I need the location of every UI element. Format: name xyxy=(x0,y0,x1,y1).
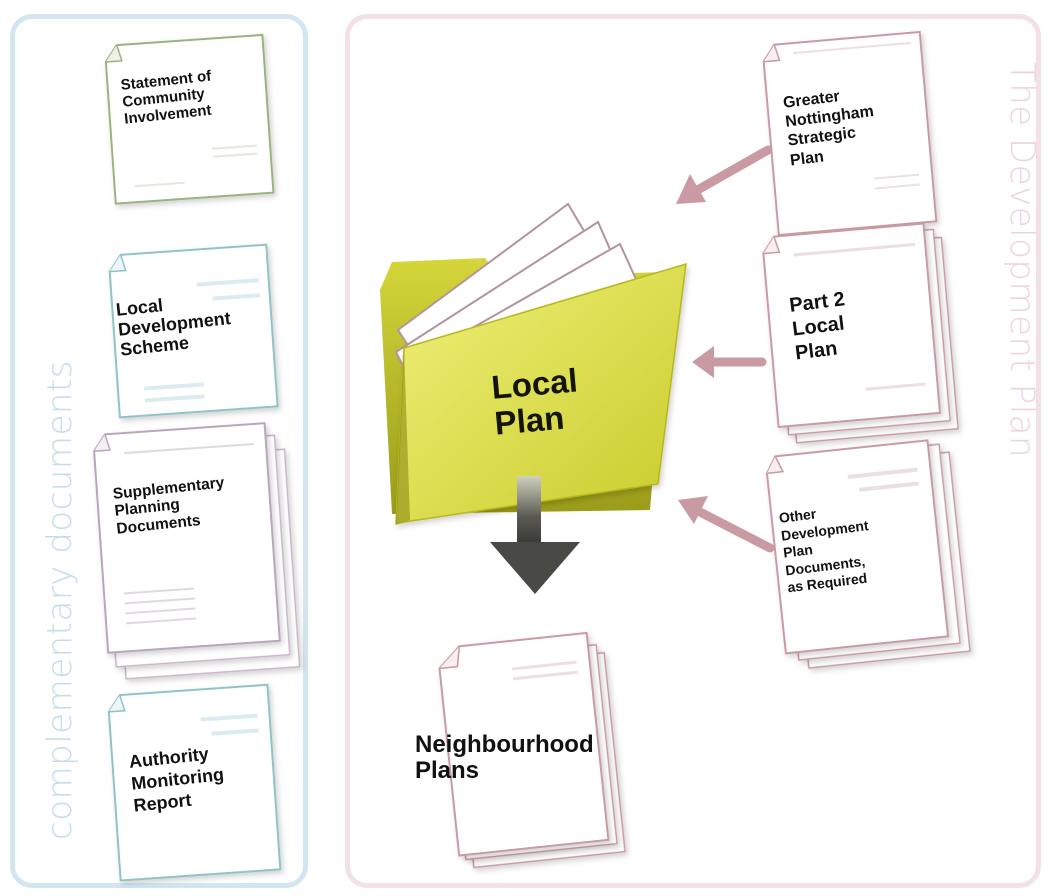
doc-statement-of-community-involvement xyxy=(104,33,275,205)
doc-supplementary-planning-documents xyxy=(93,422,301,680)
doc-greater-nottingham-strategic-plan xyxy=(762,30,938,237)
complementary-documents-title: complementary documents xyxy=(40,360,80,840)
complementary-documents-panel xyxy=(10,14,308,888)
development-plan-title: The Development Plan xyxy=(1002,61,1042,459)
doc-neighbourhood-plans xyxy=(438,631,626,869)
label-other-development-plan-documents: Other Development Plan Documents, as Req… xyxy=(778,505,870,596)
doc-local-development-scheme xyxy=(108,243,279,419)
label-authority-monitoring-report: Authority Monitoring Report xyxy=(128,743,225,816)
label-part-2-local-plan: Part 2 Local Plan xyxy=(788,288,846,365)
development-plan-panel xyxy=(345,14,1041,888)
label-local-plan-folder: Local Plan xyxy=(489,361,580,443)
doc-part-2-local-plan xyxy=(762,222,959,444)
label-local-development-scheme: Local Development Scheme xyxy=(115,295,232,360)
arrow-from-other-documents xyxy=(678,496,775,553)
local-plan-folder xyxy=(380,202,687,525)
arrow-from-strategic-plan xyxy=(676,145,773,204)
arrow-from-part-2-local-plan xyxy=(692,346,767,378)
label-statement-of-community-involvement: Statement of Community Involvement xyxy=(119,67,213,128)
doc-other-development-plan-documents xyxy=(765,439,971,669)
doc-authority-monitoring-report xyxy=(107,683,282,882)
label-neighbourhood-plans: Neighbourhood Plans xyxy=(415,731,594,785)
down-arrow-to-neighbourhood-plans xyxy=(490,476,580,594)
label-greater-nottingham-strategic-plan: Greater Nottingham Strategic Plan xyxy=(782,88,875,169)
